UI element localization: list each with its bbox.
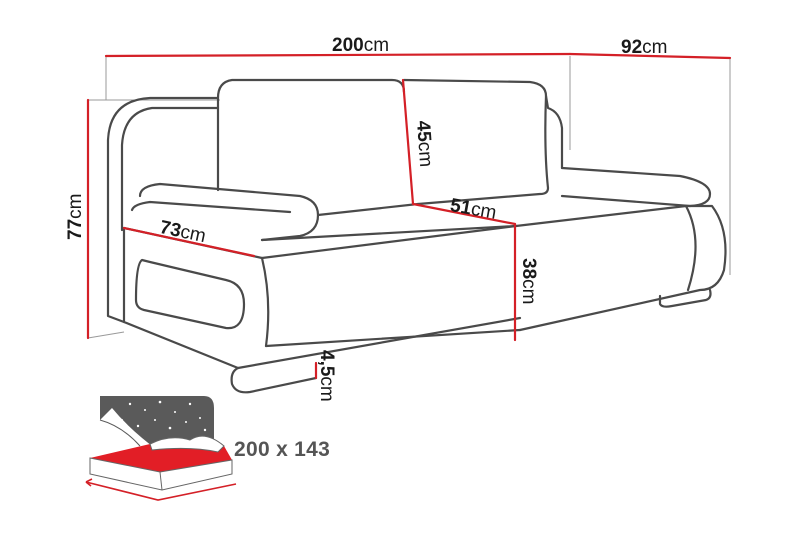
backrest-line (401, 78, 415, 206)
backrest-value: 45 (412, 119, 435, 143)
bed-night-icon (85, 396, 237, 501)
depth-value: 92 (621, 37, 643, 58)
leg-height-value: 4,5 (316, 350, 337, 377)
sleeping-area-size: 200 x 143 (234, 438, 331, 461)
backrest-unit: cm (413, 141, 437, 168)
depth-label: 92cm (621, 38, 667, 57)
depth-unit: cm (642, 37, 668, 58)
seat-depth-line (411, 202, 517, 226)
height-unit: cm (65, 193, 86, 219)
dimension-lines (86, 52, 732, 380)
width-unit: cm (363, 35, 390, 56)
seat-height-value: 38 (518, 258, 539, 280)
seat-height-label: 38cm (518, 258, 539, 305)
width-value: 200 (332, 35, 364, 56)
seat-depth-unit: cm (469, 198, 498, 224)
leg-height-unit: cm (316, 376, 337, 402)
armrest-line (122, 226, 256, 258)
seat-height-unit: cm (518, 279, 539, 305)
leg-height-label: 4,5cm (316, 350, 337, 402)
height-label: 77cm (65, 193, 86, 240)
depth-line (568, 52, 732, 60)
width-label: 200cm (332, 36, 389, 55)
height-value: 77 (65, 218, 86, 240)
sofa-outline (106, 78, 727, 394)
guide-lines (87, 56, 731, 339)
width-line (104, 52, 572, 58)
backrest-label: 45cm (412, 119, 437, 168)
